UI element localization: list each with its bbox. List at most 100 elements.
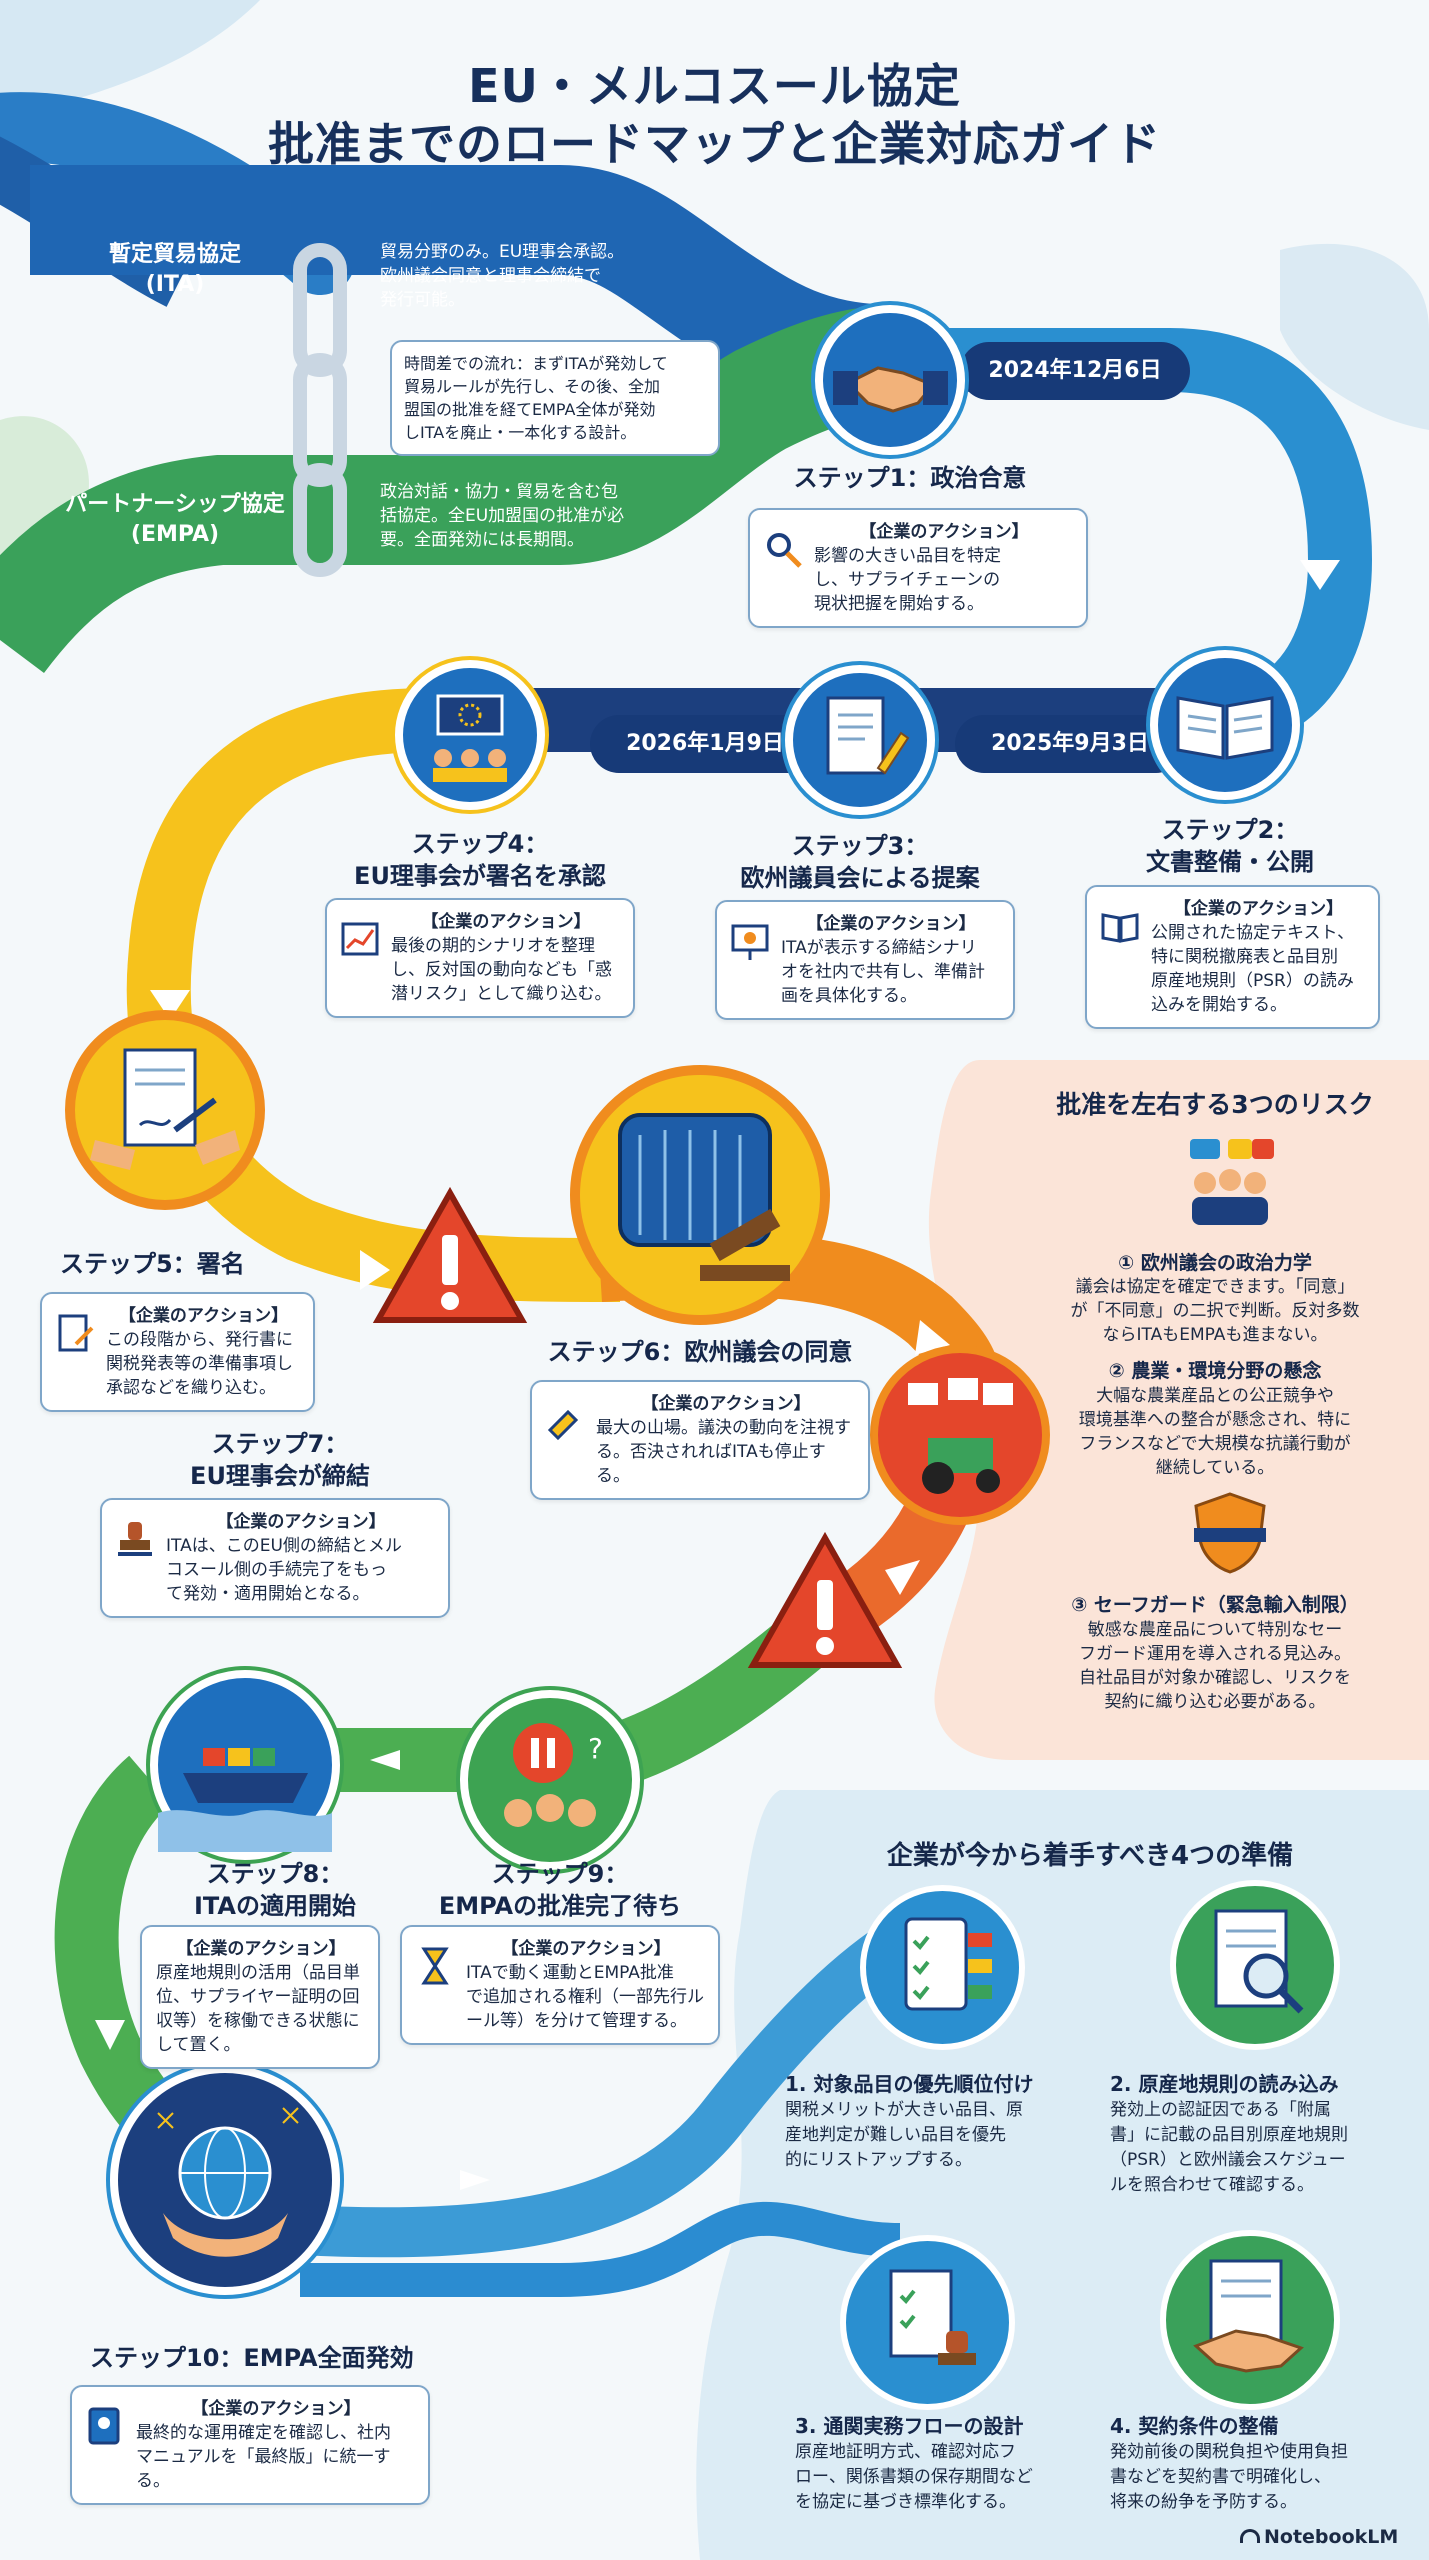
step6-action-text: 最大の山場。議決の動向を注視す る。否決されればITAも停止する。: [596, 1418, 851, 1486]
step3-action-box: 【企業のアクション】 ITAが表示する締結シナリ オを社内で共有し、準備計 画を…: [715, 900, 1015, 1020]
action-header: 【企業のアクション】: [191, 2399, 361, 2419]
step4-circle: [395, 660, 545, 810]
risk-panel-bg: [928, 1060, 1429, 1760]
prep1-circle: [860, 1885, 1025, 2050]
action-header: 【企業のアクション】: [641, 1394, 811, 1414]
customs-stamp-icon: [889, 2269, 976, 2365]
step9-action-text: ITAで動く運動とEMPA批准 で追加される権利（一部先行ル ール等）を分けて管…: [466, 1963, 704, 2031]
action-header: 【企業のアクション】: [1173, 899, 1344, 919]
risk-panel-heading: 批准を左右する3つのリスク: [1056, 1090, 1374, 1119]
brand-name: NotebookLM: [1264, 2526, 1399, 2548]
step5-circle: [65, 1010, 265, 1210]
step4-action-box: 【企業のアクション】 最後の期的シナリオを整理 し、反対国の動向なども「惑 潜リ…: [325, 898, 635, 1018]
prep4-title: 4. 契約条件の整備: [1110, 2414, 1279, 2438]
step4-action-text: 最後の期的シナリオを整理 し、反対国の動向なども「惑 潜リスク」として織り込む。: [391, 936, 612, 1004]
handshake-icon: [833, 366, 948, 413]
action-header: 【企業のアクション】: [806, 914, 976, 934]
prep2-title: 2. 原産地規則の読み込み: [1110, 2072, 1339, 2096]
step3-action-text: ITAが表示する締結シナリ オを社内で共有し、準備計 画を具体化する。: [781, 938, 985, 1006]
prep-panel-heading: 企業が今から着手すべき4つの準備: [886, 1841, 1294, 1871]
step7-action-text: ITAは、このEU側の締結とメル コスール側の手続完了をもっ て発効・適用開始と…: [166, 1536, 402, 1604]
step9-action-box: 【企業のアクション】 ITAで動く運動とEMPA批准 で追加される権利（一部先行…: [400, 1925, 720, 2045]
step2-title: ステップ2： 文書整備・公開: [1146, 816, 1314, 876]
prep3-circle: [840, 2235, 1015, 2410]
prep1-title: 1. 対象品目の優先順位付け: [785, 2072, 1034, 2096]
step7-action-box: 【企業のアクション】 ITAは、このEU側の締結とメル コスール側の手続完了をも…: [100, 1498, 450, 1618]
step6-circle: [570, 1065, 830, 1325]
debate-people-icon: [1190, 1139, 1274, 1225]
step10-title: ステップ10：EMPA全面発効: [90, 2344, 414, 2372]
empa-label: パートナーシップ協定 (EMPA): [65, 492, 285, 547]
notebook-logo-icon: [1240, 2529, 1260, 2543]
safeguard-shield-icon: [1194, 1492, 1266, 1574]
manual-book-icon: [88, 2407, 120, 2445]
stamp-icon: [118, 1522, 152, 1556]
step10-circle: [110, 2065, 340, 2295]
step5-title: ステップ5：署名: [60, 1250, 245, 1278]
date-pill-step3: 2026年1月9日: [590, 715, 820, 773]
magnifier-document-icon: [1214, 1909, 1304, 2014]
step8-title: ステップ8： ITAの適用開始: [193, 1860, 356, 1920]
step8-action-text: 原産地規則の活用（品目単 位、サプライヤー証明の回 収等）を稼働できる状態に し…: [156, 1963, 360, 2055]
step1-action-text: 影響の大きい品目を特定 し、サプライチェーンの 現状把握を開始する。: [814, 546, 1001, 614]
step10-action-text: 最終的な運用確定を確認し、社内 マニュアルを「最終版」に統一する。: [136, 2423, 391, 2491]
svg-text:?: ?: [588, 1732, 603, 1765]
step9-circle: ?: [460, 1690, 640, 1870]
risk1-text: 議会は協定を確定できます。「同意」 が「不同意」の二択で判断。反対多数 ならIT…: [1070, 1277, 1360, 1345]
action-header: 【企業のアクション】: [176, 1939, 346, 1959]
timing-note: 時間差での流れ：まずITAが発効して 貿易ルールが先行し、その後、全加 盟国の批…: [390, 340, 720, 456]
risk2-text: 大幅な農業産品との公正競争や 環境基準への整合が懸念され、特に フランスなどで大…: [1078, 1386, 1352, 1478]
globe-fireworks-icon: [157, 2107, 299, 2257]
date-pill-step1: 2024年12月6日: [960, 342, 1190, 400]
step6-action-box: 【企業のアクション】 最大の山場。議決の動向を注視す る。否決されればITAも停…: [530, 1380, 870, 1500]
prep3-title: 3. 通関実務フローの設計: [795, 2414, 1024, 2438]
cargo-ship-icon: [158, 1748, 332, 1852]
step9-title: ステップ9： EMPAの批准完了待ち: [438, 1860, 682, 1920]
step2-action-box: 【企業のアクション】 公開された協定テキスト、 特に関税撤廃表と品目別 原産地規…: [1085, 885, 1380, 1029]
warning-icon-2: [747, 1531, 903, 1668]
checklist-icon: [904, 1917, 992, 2011]
step7-title: ステップ7： EU理事会が締結: [190, 1430, 370, 1490]
parliament-gavel-icon: [618, 1113, 790, 1281]
prep4-circle: [1160, 2230, 1340, 2410]
step10-action-box: 【企業のアクション】 最終的な運用確定を確認し、社内 マニュアルを「最終版」に統…: [70, 2385, 430, 2505]
tractor-protest-icon: [908, 1378, 1013, 1494]
ita-description: 貿易分野のみ。EU理事会承認。 欧州議会同意と理事会締結で 発行可能。: [380, 242, 625, 310]
step2-action-text: 公開された協定テキスト、 特に関税撤廃表と品目別 原産地規則（PSR）の読み 込…: [1151, 923, 1355, 1015]
empa-description: 政治対話・協力・貿易を含む包 括協定。全EU加盟国の批准が必 要。全面発効には長…: [380, 482, 625, 550]
prep3-text: 原産地証明方式、確認対応フ ロー、関係書類の保存期間など を協定に基づき標準化す…: [795, 2442, 1033, 2512]
ita-label: 暫定貿易協定 (ITA): [108, 242, 241, 297]
step1-title: ステップ1：政治合意: [793, 464, 1027, 492]
pause-waiting-icon: ?: [504, 1723, 603, 1827]
action-header: 【企業のアクション】: [118, 1306, 289, 1326]
step5-action-text: この段階から、発行書に 関税発表等の準備事項し 承認などを織り込む。: [106, 1330, 293, 1398]
signing-icon: [90, 1048, 240, 1170]
step3-title: ステップ3： 欧州議員会による提案: [740, 832, 980, 892]
open-book-icon: [1176, 696, 1274, 760]
brand-logo: NotebookLM: [1240, 2526, 1425, 2548]
document-sign-icon: [58, 1314, 94, 1352]
date-pill-step2: 2025年9月3日: [955, 715, 1185, 773]
prep1-text: 関税メリットが大きい品目、原 産地判定が難しい品目を優先 的にリストアップする。: [785, 2100, 1023, 2170]
prep4-text: 発効前後の関税負担や使用負担 書などを契約書で明確化し、 将来の紛争を予防する。: [1110, 2442, 1348, 2512]
risk3-text: 敏感な農産品について特別なセー フガード運用を導入される見込み。 自社品目が対象…: [1079, 1620, 1351, 1712]
action-header: 【企業のアクション】: [859, 522, 1029, 542]
eu-council-icon: [433, 694, 507, 782]
document-pen-icon: [826, 696, 910, 775]
step8-circle: [150, 1670, 340, 1860]
risk2-title: ② 農業・環境分野の懸念: [1108, 1360, 1322, 1382]
step2-circle: [1150, 650, 1300, 800]
risk1-title: ① 欧州議会の政治力学: [1118, 1252, 1312, 1274]
hourglass-icon: [421, 1947, 449, 1985]
contract-handshake-icon: [1193, 2259, 1304, 2373]
protest-circle: [870, 1345, 1050, 1525]
risk-chart-icon: [341, 922, 379, 956]
gear-magnifier-icon: [767, 533, 802, 568]
action-header: 【企業のアクション】: [421, 912, 591, 932]
step8-action-box: 【企業のアクション】 原産地規則の活用（品目単 位、サプライヤー証明の回 収等）…: [140, 1925, 380, 2069]
page-title-line2: 批准までのロードマップと企業対応ガイド: [268, 117, 1161, 171]
action-header: 【企業のアクション】: [216, 1512, 386, 1532]
action-header: 【企業のアクション】: [501, 1939, 671, 1959]
step3-circle: [785, 665, 935, 815]
